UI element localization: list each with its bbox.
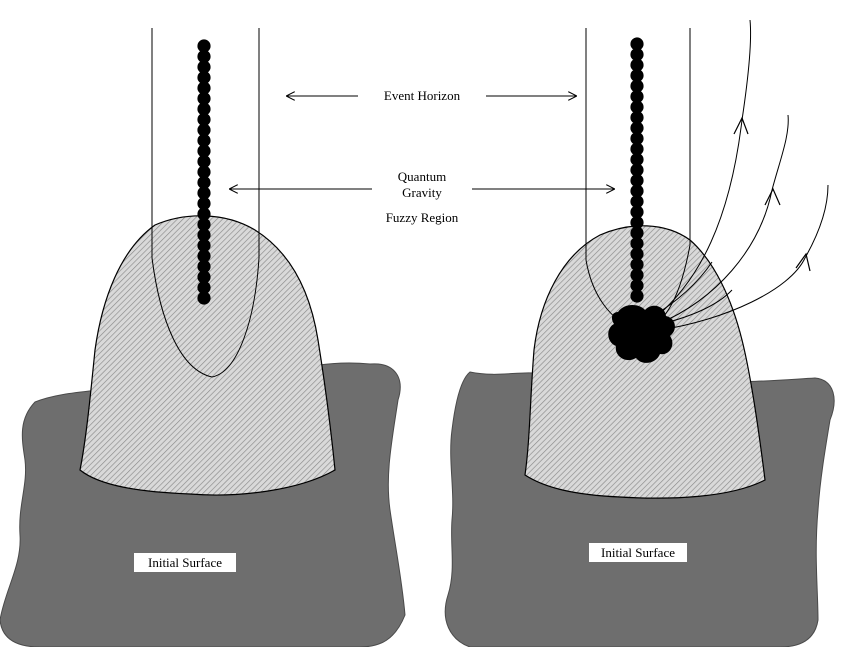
right-chain-bead bbox=[630, 247, 644, 261]
right-chain-bead bbox=[630, 205, 644, 219]
left-chain-bead bbox=[197, 280, 211, 295]
radiation-ray-3-extension bbox=[804, 184, 829, 259]
right-chain-bead bbox=[630, 142, 644, 156]
left-chain-bead bbox=[197, 186, 211, 200]
right-chain-bead bbox=[630, 215, 644, 230]
left-chain-bead bbox=[197, 175, 211, 190]
radiation-arrow-2 bbox=[764, 187, 781, 206]
left-hatched-region bbox=[79, 215, 336, 496]
radiation-arrow-1 bbox=[733, 116, 749, 135]
left-chain-bead bbox=[197, 81, 211, 95]
right-chain-bead bbox=[630, 236, 644, 251]
left-surface-label-bg bbox=[134, 553, 236, 572]
right-chain-bead bbox=[630, 194, 644, 209]
left-chain-bead bbox=[197, 70, 211, 85]
right-chain-bead bbox=[630, 226, 644, 240]
center-annotations: Event Horizon Quantum Gravity Fuzzy Regi… bbox=[230, 88, 614, 225]
left-chain-bead bbox=[197, 102, 211, 116]
right-chain-bead bbox=[630, 100, 644, 114]
radiation-ray-1 bbox=[654, 119, 743, 319]
left-chain-bead bbox=[197, 291, 211, 305]
left-chain-bead bbox=[197, 249, 211, 263]
right-chain-bead bbox=[630, 152, 644, 167]
right-surface-label-bg bbox=[589, 543, 687, 562]
left-chain-bead bbox=[197, 259, 211, 274]
left-chain-bead bbox=[197, 165, 211, 179]
right-chain-bead bbox=[630, 37, 644, 51]
right-chain-bead bbox=[630, 89, 644, 104]
left-fuzzy-curve bbox=[151, 257, 260, 378]
left-chain-bead bbox=[197, 270, 211, 284]
left-worldline-chain bbox=[197, 39, 211, 305]
left-chain-bead bbox=[197, 49, 211, 64]
left-chain-bead bbox=[197, 133, 211, 148]
quantum-label-line2: Gravity bbox=[402, 185, 442, 200]
right-chain-bead bbox=[630, 110, 644, 125]
left-surface-label-group: Initial Surface bbox=[134, 553, 236, 572]
right-chain-bead bbox=[630, 131, 644, 146]
left-chain-bead bbox=[197, 217, 211, 232]
left-chain-bead bbox=[197, 238, 211, 253]
radiation-ray-2 bbox=[657, 189, 773, 325]
event-horizon-label: Event Horizon bbox=[384, 88, 461, 103]
left-chain-bead bbox=[197, 60, 211, 74]
left-chain-bead bbox=[197, 207, 211, 221]
left-chain-bead bbox=[197, 123, 211, 137]
right-chain-bead bbox=[630, 47, 644, 62]
left-chain-bead bbox=[197, 112, 211, 127]
right-surface-label-group: Initial Surface bbox=[589, 543, 687, 562]
left-chain-bead bbox=[197, 144, 211, 158]
left-surface-label: Initial Surface bbox=[148, 555, 222, 570]
radiation-arrow-3 bbox=[795, 252, 811, 272]
right-panel bbox=[444, 19, 835, 647]
right-worldline-chain bbox=[630, 37, 644, 303]
right-chain-bead bbox=[630, 121, 644, 135]
right-surface-label: Initial Surface bbox=[601, 545, 675, 560]
evaporation-blob bbox=[608, 305, 675, 363]
left-chain-bead bbox=[197, 39, 211, 53]
right-chain-bead bbox=[630, 184, 644, 198]
left-chain-bead bbox=[197, 154, 211, 169]
quantum-label-line1: Quantum bbox=[398, 169, 446, 184]
radiation-ray-1-extension bbox=[741, 19, 752, 121]
left-chain-bead bbox=[197, 91, 211, 106]
quantum-label-line3: Fuzzy Region bbox=[386, 210, 459, 225]
right-chain-bead bbox=[630, 68, 644, 83]
left-panel bbox=[0, 28, 406, 647]
right-chain-bead bbox=[630, 173, 644, 188]
right-chain-bead bbox=[630, 257, 644, 272]
right-chain-bead bbox=[630, 278, 644, 293]
left-chain-bead bbox=[197, 196, 211, 211]
radiation-ray-2-extension bbox=[771, 114, 789, 191]
left-chain-bead bbox=[197, 228, 211, 242]
right-chain-bead bbox=[630, 268, 644, 282]
right-chain-bead bbox=[630, 163, 644, 177]
right-chain-bead bbox=[630, 289, 644, 303]
radiation-ray-3 bbox=[659, 257, 806, 331]
right-chain-bead bbox=[630, 58, 644, 72]
right-chain-bead bbox=[630, 79, 644, 93]
